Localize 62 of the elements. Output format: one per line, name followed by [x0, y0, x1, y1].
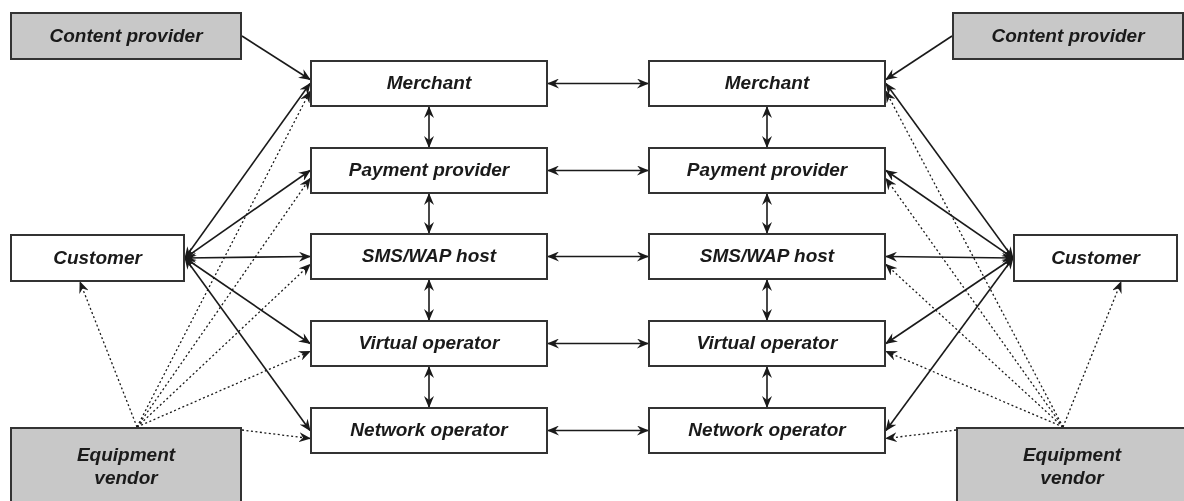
arrow [547, 165, 649, 176]
process-box [648, 320, 886, 367]
process-box [1013, 234, 1178, 282]
box-label: Merchant [724, 72, 810, 95]
box-label: Network operator [350, 419, 508, 442]
process-box [10, 12, 242, 60]
arrow [885, 429, 957, 443]
process-box [648, 60, 886, 107]
arrow [885, 35, 953, 81]
arrow [424, 366, 434, 408]
process-box [648, 147, 886, 194]
arrow [885, 177, 1064, 428]
arrow [424, 279, 434, 321]
process-box [10, 234, 185, 282]
box-label: Equipment vendor [1021, 444, 1123, 490]
box-label: Merchant [386, 72, 472, 95]
arrow [547, 251, 649, 262]
box-label: Equipment vendor [75, 444, 177, 490]
arrow [184, 251, 311, 263]
arrow [547, 425, 649, 436]
process-box [648, 233, 886, 280]
box-label: SMS/WAP host [361, 245, 497, 268]
arrow [885, 350, 1064, 428]
arrow [424, 106, 434, 148]
box-label: Content provider [49, 24, 203, 48]
process-box [310, 60, 548, 107]
arrow [885, 257, 1014, 432]
arrow [1062, 281, 1122, 428]
box-label: Payment provider [348, 159, 510, 182]
box-label: Customer [1051, 246, 1140, 270]
arrow [762, 193, 772, 234]
arrow [762, 366, 772, 408]
arrow [547, 78, 649, 89]
process-box [956, 427, 1184, 501]
box-label: Virtual operator [358, 332, 500, 355]
arrow [762, 106, 772, 148]
arrow [885, 82, 1014, 259]
arrow [184, 169, 311, 259]
box-label: Customer [53, 246, 142, 270]
box-label: Payment provider [686, 159, 848, 182]
process-box [952, 12, 1184, 60]
arrow [547, 338, 649, 349]
arrow [184, 257, 311, 345]
arrow [136, 177, 311, 428]
box-label: Virtual operator [696, 332, 838, 355]
box-label: Content provider [991, 24, 1145, 48]
process-box [310, 407, 548, 454]
process-box [10, 427, 242, 501]
process-box [310, 320, 548, 367]
box-label: SMS/WAP host [699, 245, 835, 268]
arrow [885, 169, 1014, 259]
box-label: Network operator [688, 419, 846, 442]
process-box [310, 147, 548, 194]
arrow [136, 350, 311, 428]
arrow [424, 193, 434, 234]
arrow [79, 281, 138, 428]
arrow [241, 35, 311, 81]
arrow [762, 279, 772, 321]
arrow [885, 257, 1014, 345]
process-box [310, 233, 548, 280]
arrow [885, 251, 1014, 263]
process-box [648, 407, 886, 454]
